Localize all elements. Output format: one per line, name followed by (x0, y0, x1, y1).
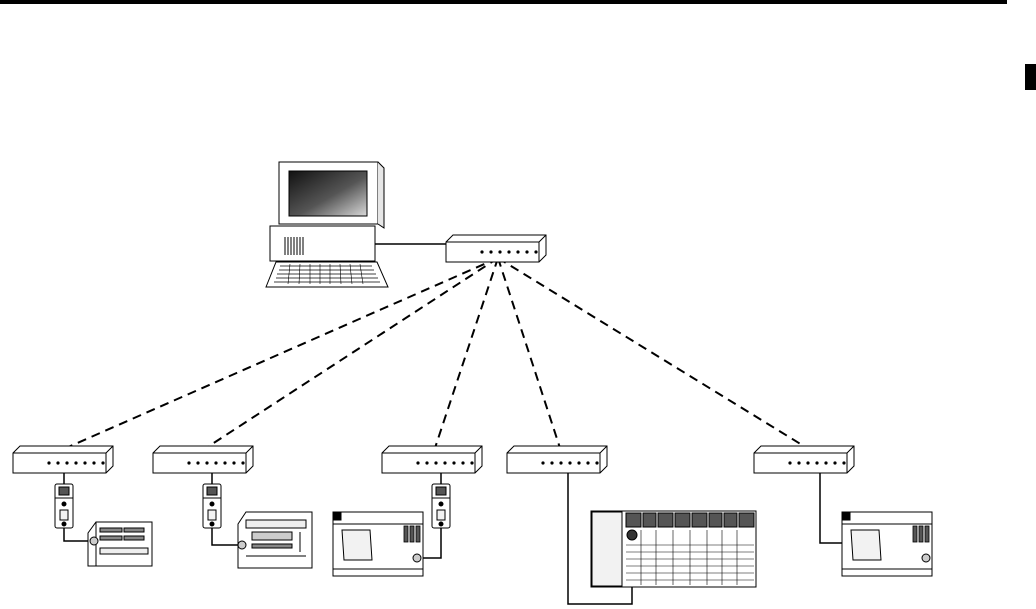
workstation-computer-icon (266, 162, 388, 287)
wireless-link-radio-3 (435, 258, 498, 448)
radio-2-icon (153, 446, 253, 473)
converter-1-icon (55, 484, 73, 528)
wired-link-converter-2-to-plc-micro-2 (212, 528, 240, 545)
converter-3-icon (432, 484, 450, 528)
wireless-links (66, 258, 807, 448)
radio-1-icon (13, 446, 113, 473)
micro-plc-1-icon (88, 522, 152, 566)
compact-plc-2-icon (842, 512, 932, 576)
wireless-link-radio-4 (498, 258, 560, 448)
wireless-link-radio-5 (498, 258, 807, 448)
compact-plc-1-icon (333, 512, 423, 576)
radio-5-icon (754, 446, 854, 473)
wired-link-converter-1-to-plc-micro-1 (64, 528, 90, 541)
rack-plc-icon (591, 511, 756, 587)
radio-4-icon (507, 446, 607, 473)
converter-2-icon (203, 484, 221, 528)
radio-modems (13, 235, 854, 473)
micro-plc-2-icon (238, 512, 312, 568)
central-radio-icon (446, 235, 546, 262)
wired-link-radio-5-to-plc-compact-2 (820, 473, 842, 543)
radio-3-icon (382, 446, 482, 473)
